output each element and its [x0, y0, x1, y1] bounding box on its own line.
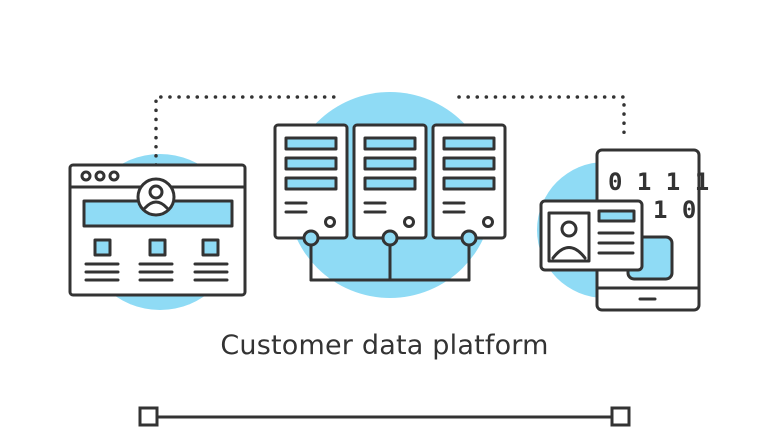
bottom-bar-right-handle: [610, 406, 631, 427]
web-page-icon: [68, 163, 247, 297]
dotted-connectors: [154, 95, 626, 167]
browser-dot-2: [94, 170, 106, 182]
browser-tile-2: [148, 238, 167, 257]
server-3-slot-1: [442, 136, 496, 151]
browser-tile-3: [201, 238, 220, 257]
server-2-slot-1: [363, 136, 417, 151]
bottom-slider-bar: [138, 406, 631, 427]
server-2-slot-3: [363, 176, 417, 191]
server-unit-1: [273, 123, 349, 240]
phone-binary-row-1: 0 1 1 1: [608, 168, 709, 196]
id-card-name-bar: [597, 209, 636, 223]
server-network-bus: [302, 229, 478, 282]
diagram-caption: Customer data platform: [220, 330, 549, 361]
browser-dot-3: [108, 170, 120, 182]
avatar-head: [148, 184, 164, 200]
bus-node-1: [302, 229, 320, 247]
server-3-slot-2: [442, 156, 496, 171]
bus-node-3: [460, 229, 478, 247]
server-2-slot-2: [363, 156, 417, 171]
browser-tile-1: [93, 238, 112, 257]
server-3-led: [482, 216, 494, 228]
server-1-slot-2: [284, 156, 338, 171]
server-1-slot-3: [284, 176, 338, 191]
browser-dot-1: [80, 170, 92, 182]
avatar-shoulders: [143, 200, 169, 210]
user-avatar-icon: [136, 177, 176, 217]
server-rack-icon: [273, 123, 507, 282]
id-card-photo-head: [560, 220, 578, 238]
id-card-icon: [539, 199, 644, 272]
server-1-led: [324, 216, 336, 228]
server-3-slot-3: [442, 176, 496, 191]
server-unit-3: [431, 123, 507, 240]
id-card-photo-shoulders: [551, 246, 587, 260]
server-1-slot-1: [284, 136, 338, 151]
right-dotted-connector: [457, 95, 626, 135]
server-2-led: [403, 216, 415, 228]
server-unit-2: [352, 123, 428, 240]
phone-binary-row-2: 1 0: [653, 196, 696, 224]
bus-node-2: [381, 229, 399, 247]
bottom-bar-left-handle: [138, 406, 159, 427]
